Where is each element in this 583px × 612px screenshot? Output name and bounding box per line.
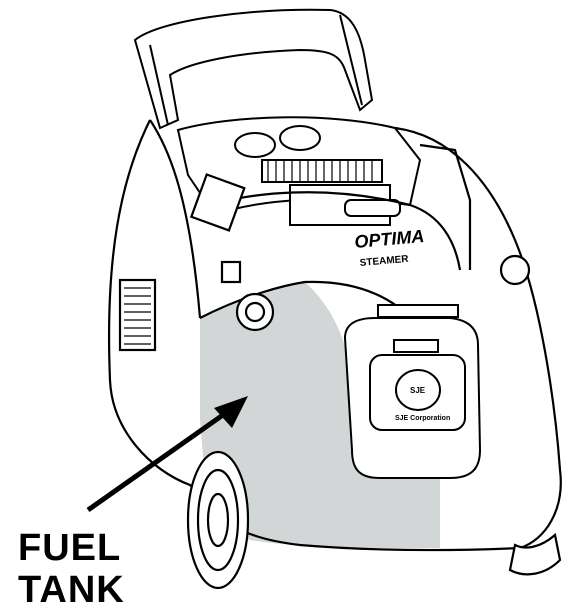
callout-label-line2: TANK bbox=[18, 568, 125, 612]
brand-sub: STEAMER bbox=[359, 254, 409, 269]
callout-label-line1: FUEL bbox=[18, 526, 121, 570]
handle bbox=[135, 10, 372, 128]
badge-text: SJE Corporation bbox=[395, 415, 450, 422]
brand-script: OPTIMA bbox=[354, 226, 425, 252]
badge-logo: SJE bbox=[410, 386, 426, 395]
